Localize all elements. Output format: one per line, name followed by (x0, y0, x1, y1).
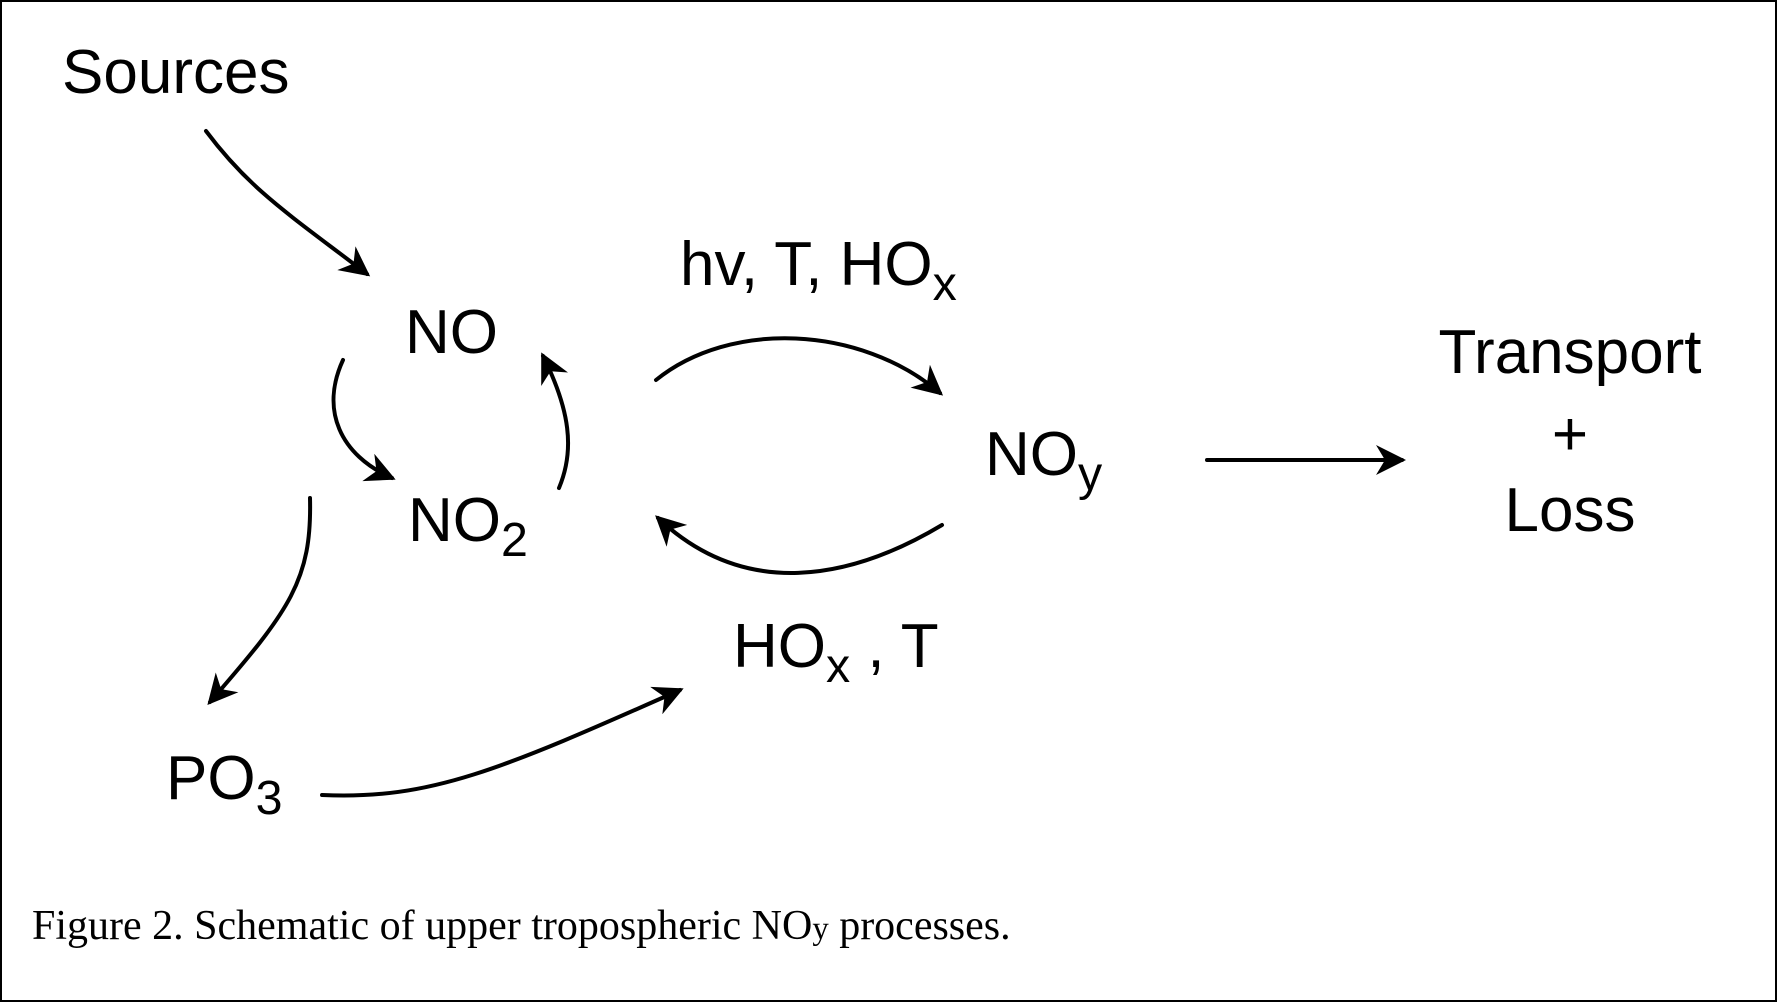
transport-label: Transport (1438, 318, 1702, 387)
caption-suffix: processes. (828, 903, 1011, 949)
po3-label: PO3 (166, 748, 283, 823)
arrow-no-to-no2 (331, 358, 396, 482)
loss-label: Loss (1504, 476, 1636, 545)
caption-prefix: Figure 2. Schematic of upper tropospheri… (32, 903, 813, 949)
no2-subscript: 2 (501, 513, 528, 568)
top-reaction-subscript: x (932, 257, 957, 312)
no-label: NO (405, 298, 498, 367)
po3-base: PO (166, 744, 256, 813)
figure-caption: Figure 2. Schematic of upper tropospheri… (32, 902, 1011, 950)
no2-base: NO (408, 486, 501, 555)
noy-base: NO (985, 420, 1078, 489)
arrow-sources-to-no (204, 129, 371, 277)
plus-label: + (1551, 400, 1589, 469)
bottom-reaction-tail: , T (850, 612, 939, 681)
arrow-noy-to-nox (655, 515, 944, 575)
noy-subscript: y (1078, 447, 1103, 502)
top-reaction-base: hv, T, HO (680, 230, 933, 299)
arrow-nox-to-noy (654, 336, 944, 396)
arrow-no2-to-no (541, 352, 570, 490)
caption-subscript: y (812, 911, 829, 947)
noy-label: NOy (985, 424, 1102, 499)
sources-label: Sources (62, 38, 290, 107)
bottom-reaction-label: HOx , T (733, 616, 939, 691)
po3-subscript: 3 (255, 771, 283, 826)
arrow-no2-to-po3 (207, 496, 313, 706)
top-reaction-label: hv, T, HOx (680, 234, 957, 309)
arrow-po3-to-hox (320, 686, 684, 798)
no2-label: NO2 (408, 490, 528, 565)
bottom-reaction-base: HO (733, 612, 826, 681)
bottom-reaction-subscript: x (826, 639, 851, 694)
